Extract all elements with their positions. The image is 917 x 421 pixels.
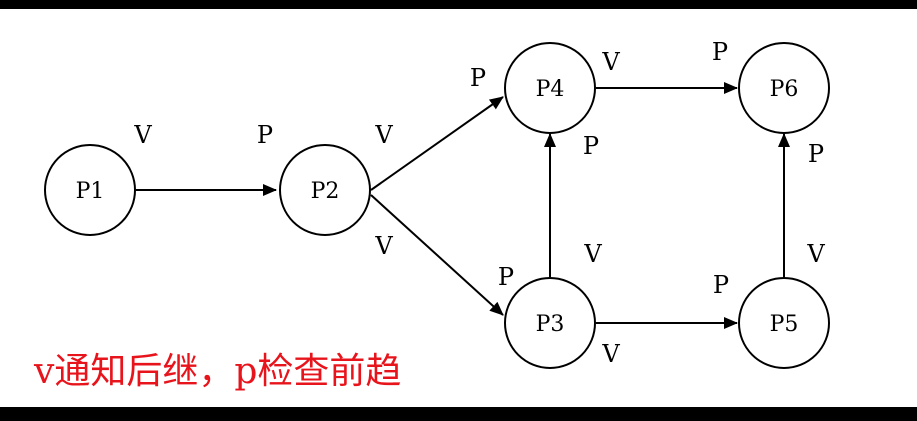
edge-p2-p3 (370, 194, 504, 316)
edge-p1-p2-head-label: P (257, 121, 273, 149)
edge-p3-p4-head-label: P (583, 132, 599, 160)
node-p5: P5 (738, 277, 830, 369)
node-p4-label: P4 (536, 77, 565, 102)
top-border-bar (0, 0, 917, 9)
node-p5-label: P5 (770, 312, 799, 337)
edge-p4-p6-head-label: P (712, 38, 728, 66)
edge-p3-p5-tail-label: V (601, 340, 620, 368)
bottom-border-bar (0, 407, 917, 421)
edge-p5-p6-head-label: P (808, 140, 824, 168)
edge-p4-p6-tail-label: V (601, 48, 620, 76)
edge-p2-p3-head-label: P (498, 263, 514, 291)
node-p4: P4 (504, 42, 596, 134)
edge-p2-p3-tail-label: V (374, 232, 393, 260)
edge-p3-p4-tail-label: V (583, 240, 602, 268)
node-p1-label: P1 (76, 179, 105, 204)
rule-caption: v通知后继，p检查前趋 (34, 351, 402, 392)
edge-p2-p4 (370, 96, 504, 191)
edge-p3-p5-head-label: P (713, 271, 729, 299)
edge-p2-p4-tail-label: V (374, 121, 393, 149)
node-p2-label: P2 (311, 179, 340, 204)
node-p2: P2 (279, 144, 371, 236)
edge-p5-p6-tail-label: V (806, 240, 825, 268)
edge-p1-p2-tail-label: V (133, 121, 152, 149)
node-p6: P6 (738, 42, 830, 134)
node-p1: P1 (44, 144, 136, 236)
edge-p2-p4-head-label: P (470, 64, 486, 92)
node-p6-label: P6 (770, 77, 799, 102)
node-p3-label: P3 (536, 312, 565, 337)
node-p3: P3 (504, 277, 596, 369)
